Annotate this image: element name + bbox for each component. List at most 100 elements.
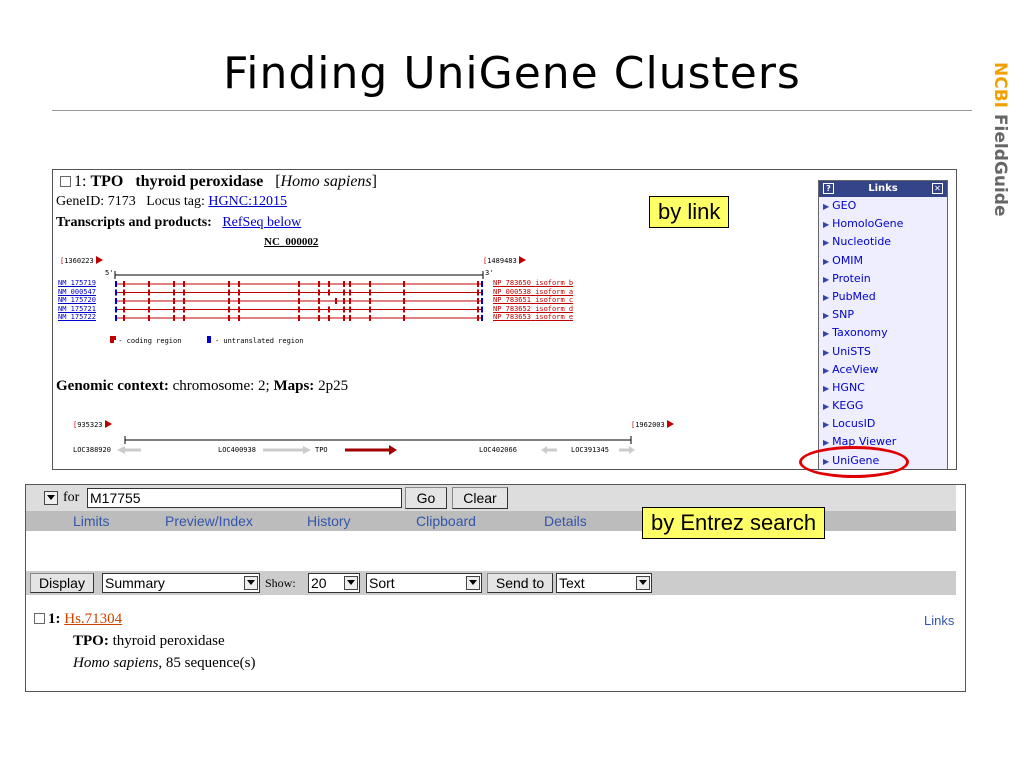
links-item-kegg[interactable]: ▶KEGG — [819, 397, 947, 415]
send-to-select[interactable]: Text — [556, 573, 652, 593]
left-coord: [1360223 — [60, 256, 103, 265]
sort-select[interactable]: Sort — [366, 573, 482, 593]
exon-mark — [369, 298, 371, 304]
links-item-pubmed[interactable]: ▶PubMed — [819, 288, 947, 306]
send-to-value: Text — [559, 575, 585, 591]
transcript-link[interactable]: NM_175722 — [58, 313, 96, 321]
exon-mark — [403, 281, 405, 287]
result-cluster-link[interactable]: Hs.71304 — [64, 611, 123, 627]
neighbor-gene[interactable]: LOC391345 — [571, 446, 609, 454]
exon-mark — [343, 281, 345, 287]
help-icon[interactable]: ? — [823, 183, 834, 194]
exon-mark — [238, 315, 240, 321]
sort-dropdown-icon[interactable] — [466, 576, 480, 590]
exon-mark — [343, 289, 345, 296]
tab-limits[interactable]: Limits — [73, 513, 110, 529]
close-icon[interactable]: ✕ — [932, 183, 943, 194]
result-organism: Homo sapiens — [73, 655, 159, 671]
triangle-right-icon: ▶ — [823, 311, 830, 321]
show-select[interactable]: 20 — [308, 573, 360, 593]
brand-fieldguide: FieldGuide — [990, 113, 1010, 217]
send-to-dropdown-icon[interactable] — [636, 576, 650, 590]
product-isoform: isoform c — [535, 296, 574, 304]
ctx-right-coord: [1962003 — [631, 420, 674, 429]
result-links[interactable]: Links — [924, 613, 955, 628]
transcript-link[interactable]: NM_175719 — [58, 279, 96, 287]
gene-checkbox[interactable] — [60, 176, 71, 187]
links-item-nucleotide[interactable]: ▶Nucleotide — [819, 233, 947, 251]
triangle-right-icon: ▶ — [823, 238, 830, 248]
links-item-snp[interactable]: ▶SNP — [819, 306, 947, 324]
triangle-right-icon: ▶ — [823, 220, 830, 230]
links-item-taxonomy[interactable]: ▶Taxonomy — [819, 324, 947, 342]
links-item-hgnc[interactable]: ▶HGNC — [819, 379, 947, 397]
gene-structure-diagram — [111, 271, 484, 340]
triangle-right-icon: ▶ — [823, 274, 830, 284]
go-button[interactable]: Go — [405, 487, 447, 509]
exon-mark — [328, 281, 330, 287]
exon-mark — [343, 315, 345, 321]
transcript-link[interactable]: NM_175721 — [58, 304, 96, 313]
exon-mark — [349, 281, 351, 287]
tab-history[interactable]: History — [307, 513, 351, 529]
exon-mark — [349, 315, 351, 321]
clear-button[interactable]: Clear — [452, 487, 508, 509]
links-item-locusid[interactable]: ▶LocusID — [819, 415, 947, 433]
legend-utr-swatch — [206, 336, 211, 343]
product-link[interactable]: NP_783650 isoform b — [493, 279, 573, 287]
utr-mark — [481, 281, 483, 287]
neighbor-gene-tpo[interactable]: TPO — [315, 446, 328, 454]
gene-id-line: GeneID: 7173 Locus tag: HGNC:12015 — [56, 194, 287, 210]
tab-details[interactable]: Details — [544, 513, 587, 529]
format-select[interactable]: Summary — [102, 573, 260, 593]
links-item-label: HGNC — [832, 380, 865, 394]
database-select-dropdown[interactable] — [44, 491, 58, 505]
neighbor-gene[interactable]: LOC388920 — [73, 446, 111, 454]
unigene-highlight-ellipse — [799, 446, 909, 478]
product-link[interactable]: NP_000538 isoform a — [493, 288, 573, 296]
exon-mark — [349, 298, 351, 304]
tab-preview-index[interactable]: Preview/Index — [165, 513, 253, 529]
links-item-aceview[interactable]: ▶AceView — [819, 361, 947, 379]
locus-tag-link[interactable]: HGNC:12015 — [208, 194, 287, 209]
gene-header: 1: TPO thyroid peroxidase [Homo sapiens] — [60, 173, 377, 191]
exon-mark — [183, 289, 185, 296]
exon-mark — [369, 315, 371, 321]
links-item-geo[interactable]: ▶GEO — [819, 197, 947, 215]
result-checkbox[interactable] — [34, 613, 45, 624]
links-item-protein[interactable]: ▶Protein — [819, 270, 947, 288]
show-dropdown-icon[interactable] — [344, 576, 358, 590]
product-accession: NP_783653 — [493, 313, 531, 321]
links-item-homologene[interactable]: ▶HomoloGene — [819, 215, 947, 233]
transcript-link[interactable]: NM_175720 — [58, 296, 96, 304]
exon-mark — [335, 298, 337, 304]
transcript-link[interactable]: NM_000547 — [58, 287, 96, 296]
exon-mark — [238, 281, 240, 287]
search-input[interactable]: M17755 — [87, 488, 402, 508]
contig-label: NC_000002 — [264, 236, 319, 248]
neighbor-gene[interactable]: LOC400938 — [218, 446, 256, 454]
product-accession: NP_000538 — [493, 287, 531, 296]
links-item-unists[interactable]: ▶UniSTS — [819, 343, 947, 361]
neighbor-gene[interactable]: LOC402066 — [479, 446, 517, 454]
utr-mark — [115, 289, 117, 296]
exon-mark — [173, 315, 175, 321]
links-item-omim[interactable]: ▶OMIM — [819, 252, 947, 270]
format-dropdown-icon[interactable] — [244, 576, 258, 590]
tab-clipboard[interactable]: Clipboard — [416, 513, 476, 529]
exon-mark — [343, 306, 345, 313]
callout-by-link: by link — [649, 196, 730, 228]
display-toolbar: Display Summary Show: 20 Sort Send to Te… — [26, 571, 956, 595]
send-to-button[interactable]: Send to — [487, 573, 553, 593]
result-sequences: , 85 sequence(s) — [158, 655, 256, 671]
utr-mark — [481, 289, 483, 296]
refseq-below-link[interactable]: RefSeq below — [222, 215, 302, 230]
product-link[interactable]: NP_783653 isoform e — [493, 313, 573, 321]
show-label: Show: — [265, 576, 296, 590]
product-link[interactable]: NP_783651 isoform c — [493, 296, 573, 304]
display-button[interactable]: Display — [30, 573, 94, 593]
product-link[interactable]: NP_783652 isoform d — [493, 305, 573, 313]
product-isoform: isoform e — [535, 313, 574, 321]
exon-mark — [369, 289, 371, 296]
triangle-right-icon: ▶ — [823, 402, 830, 412]
